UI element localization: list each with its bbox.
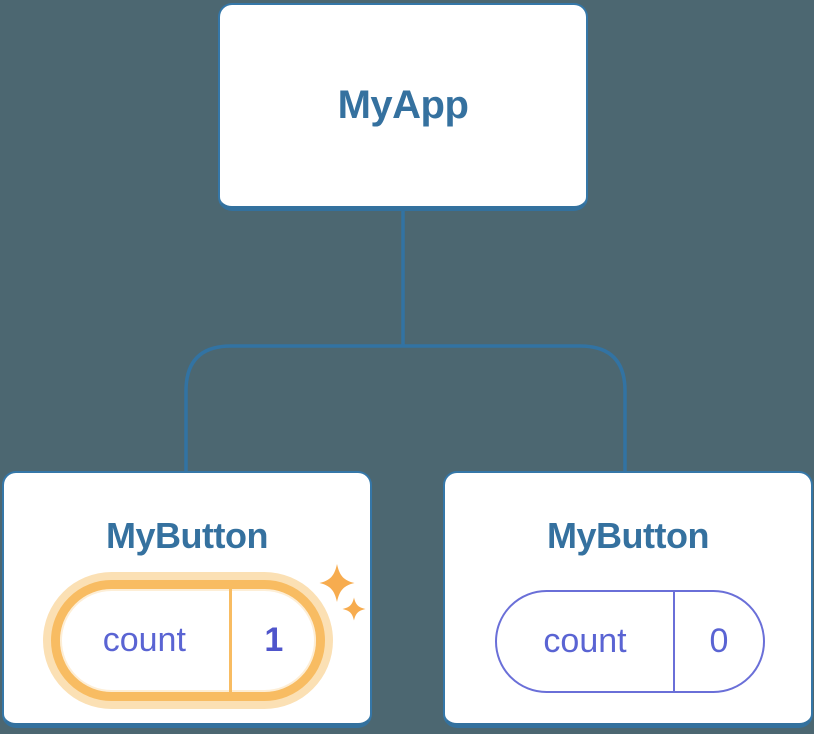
node-label-mybutton-left: MyButton <box>106 515 268 556</box>
sparkles-icon <box>319 564 366 621</box>
node-label-myapp: MyApp <box>337 83 469 127</box>
tree-node-mybutton-right: MyButton count 0 <box>443 471 813 728</box>
node-label-mybutton-right: MyButton <box>547 515 709 556</box>
state-pill: count 0 <box>495 590 765 693</box>
tree-node-myapp: MyApp <box>218 3 588 211</box>
state-pill-highlighted: count 1 <box>51 580 325 701</box>
tree-node-mybutton-left: MyButton count 1 <box>2 471 372 728</box>
state-value: 0 <box>673 592 763 691</box>
state-name-label: count <box>102 621 186 659</box>
state-value: 1 <box>228 589 316 692</box>
state-name-label: count <box>543 622 627 660</box>
